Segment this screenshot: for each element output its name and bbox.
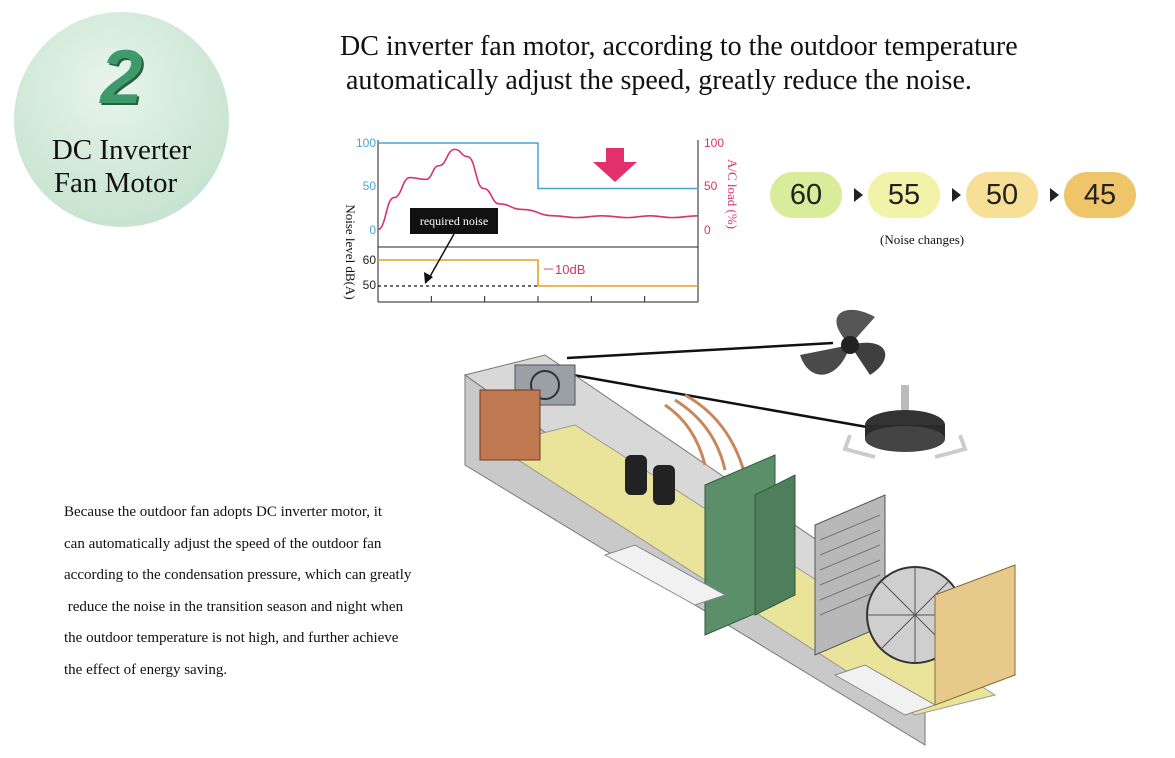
noise-axis-label: Noise level dB(A) — [343, 204, 358, 299]
leader-line-impeller — [566, 341, 834, 360]
compressor — [653, 465, 675, 505]
ac-load-curve — [377, 148, 699, 231]
upper-left-tick: 100 — [356, 136, 376, 150]
noise-load-chart: 100 50 0 100 50 0 A/C load (%) 60 50 －10… — [330, 130, 760, 315]
noise-value-pill: 60 — [770, 172, 842, 218]
description-line: can automatically adjust the speed of th… — [64, 535, 382, 552]
arrow-right-icon — [1050, 188, 1059, 202]
headline-line2: automatically adjust the speed, greatly … — [346, 65, 972, 96]
upper-right-tick: 50 — [704, 179, 718, 193]
badge-title-line2: Fan Motor — [53, 167, 178, 199]
upper-right-tick: 100 — [704, 136, 724, 150]
compressor — [625, 455, 647, 495]
description-line: the outdoor temperature is not high, and… — [64, 630, 399, 646]
callout-arrow-head — [424, 272, 433, 284]
ac-load-axis-label: A/C load (%) — [725, 159, 740, 229]
headline-line1: DC inverter fan motor, according to the … — [340, 31, 1018, 62]
callout-arrow-line — [427, 233, 455, 281]
reduction-label: －10dB — [542, 262, 585, 277]
fan-speed-step-line — [378, 142, 698, 190]
description-line: according to the condensation pressure, … — [64, 567, 412, 583]
filter-panel — [754, 474, 796, 616]
fan-motor-icon — [842, 385, 968, 459]
description-line: the effect of energy saving. — [64, 661, 228, 678]
air-handling-unit-illustration — [463, 309, 1017, 746]
noise-value-pill: 45 — [1064, 172, 1136, 218]
down-arrow-icon — [593, 148, 637, 182]
floor-grating — [833, 664, 937, 716]
lower-x-ticks — [430, 296, 699, 302]
noise-value-pill: 55 — [868, 172, 940, 218]
lower-left-tick: 60 — [363, 253, 377, 267]
leader-line-motor — [572, 373, 868, 429]
refrigerant-piping — [664, 393, 747, 476]
noise-changes-sequence: 60 55 50 45 — [770, 172, 1140, 222]
badge-number: 2 — [100, 35, 143, 120]
arrow-right-icon — [854, 188, 863, 202]
noise-value-pill: 50 — [966, 172, 1038, 218]
badge-title-line1: DC Inverter — [51, 134, 192, 166]
noise-level-step-line — [378, 259, 698, 287]
headline: DC inverter fan motor, according to the … — [340, 30, 1140, 98]
feature-badge: 2 DC Inverter Fan Motor — [14, 12, 229, 227]
required-noise-callout-box — [410, 208, 498, 234]
noise-changes-caption: (Noise changes) — [880, 232, 965, 247]
floor-grating — [603, 544, 727, 606]
upper-left-tick: 0 — [369, 223, 376, 237]
supply-fan-box — [934, 564, 1016, 706]
fan-impeller-icon — [800, 309, 886, 375]
description-line: Because the outdoor fan adopts DC invert… — [64, 504, 383, 520]
lower-left-tick: 50 — [363, 278, 377, 292]
description-paragraph: Because the outdoor fan adopts DC invert… — [64, 497, 494, 686]
chart-svg: 100 50 0 100 50 0 A/C load (%) 60 50 －10… — [343, 136, 740, 303]
fan-icon — [530, 370, 560, 400]
description-line: reduce the noise in the transition seaso… — [64, 598, 404, 615]
coil-fins — [819, 514, 881, 616]
arrow-right-icon — [952, 188, 961, 202]
required-noise-callout-label: required noise — [420, 214, 488, 228]
upper-left-tick: 50 — [363, 179, 377, 193]
upper-right-tick: 0 — [704, 223, 711, 237]
condenser-coil — [479, 389, 541, 461]
